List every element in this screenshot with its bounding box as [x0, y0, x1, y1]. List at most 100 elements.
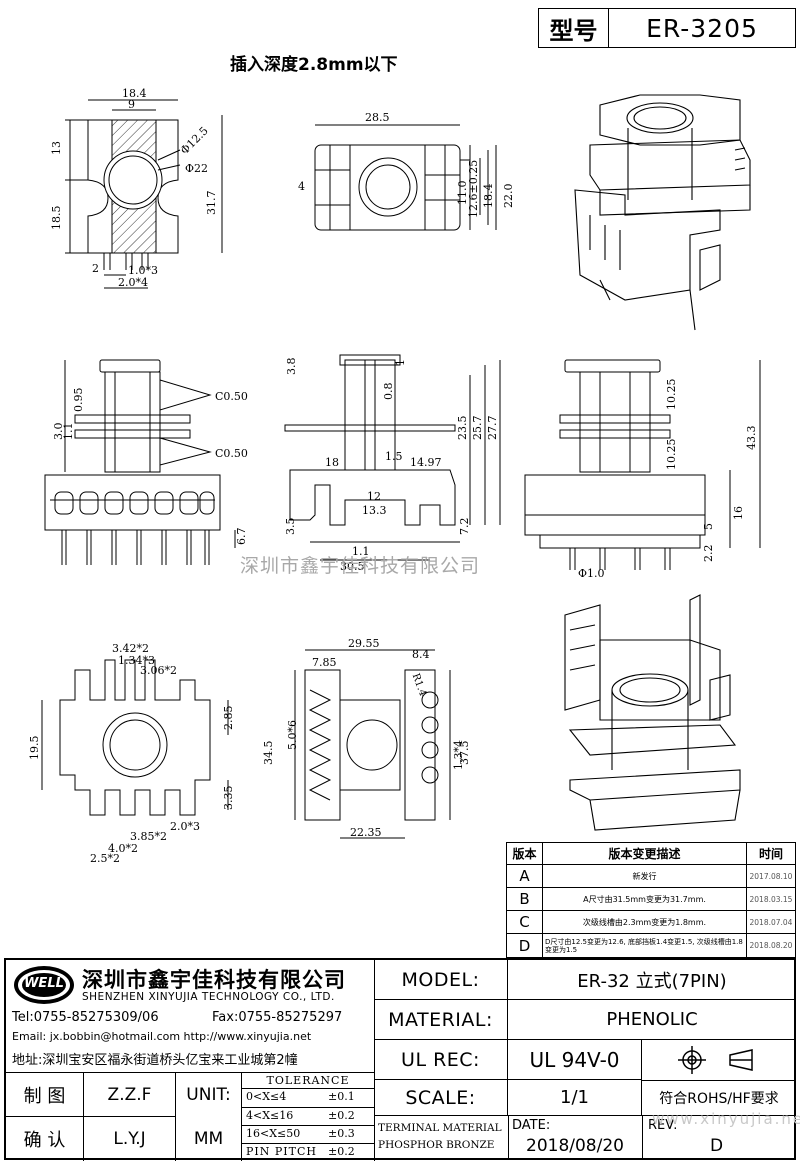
model-value: ER-32 立式(7PIN) [508, 960, 796, 1000]
view-front-right [524, 359, 761, 570]
spec-block: MODEL: ER-32 立式(7PIN) MATERIAL: PHENOLIC… [374, 960, 800, 1160]
rev-row-date: 2017.08.10 [747, 865, 795, 888]
dim-label: 2.2 [702, 545, 715, 563]
signature-block: 制 图 Z.Z.F 确 认 L.Y.J UNIT: MM TOLERANCE 0… [6, 1072, 375, 1161]
dim-label: 43.3 [745, 426, 758, 451]
rev-row-desc: 新发行 [543, 865, 747, 888]
dim-label: Φ22 [185, 162, 208, 175]
watermark-text: 深圳市鑫宇佳科技有限公司 [240, 555, 481, 577]
revision-table: 版本 版本变更描述 时间 A 新发行 2017.08.10 B A尺寸由31.5… [506, 842, 796, 958]
rev-row-ver: B [507, 888, 543, 911]
dim-label: 2.0*4 [118, 276, 148, 289]
material-label: MATERIAL: [374, 1000, 508, 1040]
isometric-view-top [574, 94, 751, 331]
dim-label: 2.5*2 [90, 852, 120, 865]
dim-label: 10.25 [665, 439, 678, 471]
tolerance-value: ±0.3 [328, 1127, 355, 1140]
dim-label: 10.25 [665, 379, 678, 411]
view-front [44, 359, 236, 565]
dim-label: 3.5 [284, 518, 297, 536]
dim-label: 5.0*6 [286, 720, 299, 750]
dim-label: 1.1 [62, 423, 75, 441]
rohs-note: 符合ROHS/HF要求 [642, 1080, 796, 1116]
technical-drawing: 18.4 9 13 18.5 Φ12.5 Φ22 31.7 2 1.0*3 2.… [28, 87, 761, 840]
rev-header-date: 时间 [747, 843, 795, 865]
dim-label: 31.7 [205, 191, 218, 216]
company-name-en: SHENZHEN XINYUJIA TECHNOLOGY CO., LTD. [82, 991, 335, 1003]
tolerance-range: PIN PITCH [246, 1145, 317, 1158]
company-block: WELL 深圳市鑫宇佳科技有限公司 SHENZHEN XINYUJIA TECH… [6, 960, 375, 1072]
dim-label: 1 [394, 359, 407, 366]
dim-label: 8.4 [412, 648, 430, 661]
dim-label: 12.6±0.25 [467, 160, 480, 218]
isometric-view-bottom [564, 594, 741, 831]
dim-label: C0.50 [215, 447, 248, 460]
dim-label: 6.7 [235, 528, 248, 546]
dim-label: 18.5 [50, 206, 63, 231]
ulrec-value: UL 94V-0 [508, 1040, 642, 1080]
dim-label: 4.0*2 [108, 842, 138, 855]
dim-label: 37.5 [458, 740, 471, 766]
dim-label: 3.06*2 [140, 664, 177, 677]
logo-text: WELL [24, 976, 64, 991]
dim-label: 0.8 [382, 383, 395, 401]
dim-label: 13 [50, 141, 63, 155]
rev-label: REV: [648, 1118, 678, 1133]
unit-value: MM [176, 1117, 242, 1161]
date-cell: DATE: 2018/08/20 [508, 1116, 643, 1160]
date-label: DATE: [512, 1118, 551, 1133]
rev-value: D [710, 1136, 724, 1156]
dim-label: 16 [732, 506, 745, 520]
rev-cell: REV: D www.xinyujia.net [642, 1110, 800, 1160]
tolerance-value: ±0.1 [328, 1090, 355, 1103]
dim-label: 1.0*3 [128, 264, 158, 277]
dim-label: 3.35 [222, 786, 235, 811]
rev-row-ver: A [507, 865, 543, 888]
tolerance-range: 0<X≤4 [246, 1090, 287, 1103]
tolerance-table: TOLERANCE 0<X≤4 ±0.1 4<X≤16 ±0.2 16<X≤50… [242, 1073, 374, 1161]
date-value: 2018/08/20 [526, 1136, 624, 1156]
view-side-profile [284, 354, 501, 561]
dim-label: 18.4 [482, 184, 495, 209]
dim-label: 3.8 [285, 358, 298, 376]
view-bottom-slots [294, 649, 451, 839]
terminal-line1: TERMINAL MATERIAL [378, 1122, 502, 1134]
dim-label: C0.50 [215, 390, 248, 403]
dim-label: 2.85 [222, 706, 235, 731]
rev-header-version: 版本 [507, 843, 543, 865]
dim-label: 1.5 [385, 450, 403, 463]
material-value: PHENOLIC [508, 1000, 796, 1040]
terminal-material: TERMINAL MATERIAL PHOSPHOR BRONZE [374, 1116, 509, 1160]
ulrec-label: UL REC: [374, 1040, 508, 1080]
company-tel: Tel:0755-85275309/06 [12, 1010, 159, 1025]
dim-label: 18.4 [122, 87, 147, 100]
company-logo: WELL [12, 964, 76, 1006]
model-label: MODEL: [374, 960, 508, 1000]
rev-row-desc: A尺寸由31.5mm变更为31.7mm. [543, 888, 747, 911]
unit-label: UNIT: [176, 1073, 242, 1117]
dim-label: 3.85*2 [130, 830, 167, 840]
dim-label: 34.5 [262, 740, 275, 766]
dim-label: 30.5 [340, 560, 365, 573]
scale-label: SCALE: [374, 1080, 508, 1116]
dim-label: 28.5 [365, 111, 390, 124]
dim-label: 2 [92, 262, 99, 275]
dim-label: 7.2 [458, 518, 471, 536]
dim-label: 19.5 [28, 736, 41, 761]
projection-symbol [642, 1040, 796, 1081]
dim-label: 13.3 [362, 504, 387, 517]
terminal-line2: PHOSPHOR BRONZE [378, 1139, 495, 1151]
company-email: Email: jx.bobbin@hotmail.com http://www.… [12, 1030, 312, 1043]
dim-label: 27.7 [486, 416, 499, 441]
tolerance-title: TOLERANCE [242, 1073, 374, 1089]
view-side-section [65, 99, 223, 289]
dim-label: 9 [128, 98, 135, 111]
dim-label: 14.97 [410, 456, 442, 469]
drawn-value: Z.Z.F [84, 1073, 176, 1117]
dim-label: Φ12.5 [178, 124, 211, 157]
title-block: WELL 深圳市鑫宇佳科技有限公司 SHENZHEN XINYUJIA TECH… [4, 958, 800, 1161]
taper-icon [729, 1049, 753, 1071]
tolerance-range: 16<X≤50 [246, 1127, 301, 1140]
rev-row-ver: D [507, 934, 543, 957]
